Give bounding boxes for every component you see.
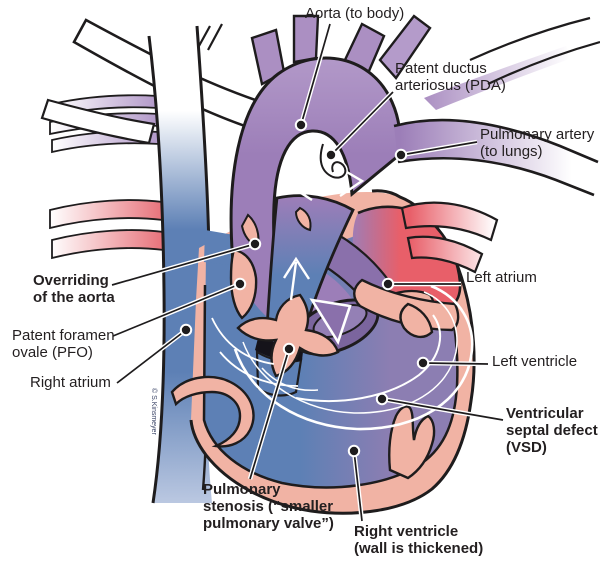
- pulmonary-veins: [400, 201, 499, 274]
- flow-loop-small: [295, 314, 442, 403]
- pda-curl: [318, 143, 348, 181]
- flow-arrowhead-into-aorta: [309, 298, 352, 346]
- leader-dot-left-atrium: [383, 279, 393, 289]
- aortic-arch: [229, 14, 432, 264]
- leader-dot-right-ventricle: [349, 446, 359, 456]
- eustachian-valve: [170, 375, 255, 448]
- tricuspid-apparatus: [236, 293, 340, 378]
- leader-dot-overriding-aorta: [250, 239, 260, 249]
- flow-arrows: [233, 166, 474, 431]
- leader-line-pda: [330, 91, 394, 156]
- leader-dot-vsd: [377, 394, 387, 404]
- leader-line-pulmonary-stenosis: [249, 348, 290, 480]
- mitral-leaflet: [399, 302, 434, 339]
- leader-line-left-ventricle: [422, 362, 489, 365]
- leader-dot-pulmonary-artery: [396, 150, 406, 160]
- leader-dot-pfo: [235, 279, 245, 289]
- trunk-up-arrow: [282, 256, 311, 301]
- watermark-signature: © S.Kinsmeyer: [150, 388, 158, 435]
- leader-dot-pda: [326, 150, 336, 160]
- leader-line-right-atrium: [116, 329, 187, 384]
- flow-loop-large: [233, 284, 474, 431]
- leader-line-pulmonary-artery: [400, 141, 478, 156]
- leader-line-overriding-aorta: [111, 243, 256, 286]
- left-pulmonary-artery: [393, 16, 600, 197]
- leader-line-vsd: [381, 398, 504, 421]
- chordae-lines: [211, 317, 319, 392]
- leader-dot-left-ventricle: [418, 358, 428, 368]
- leader-line-pfo: [112, 283, 241, 337]
- leader-line-right-ventricle: [353, 450, 363, 522]
- leader-dot-pulmonary-stenosis: [284, 344, 294, 354]
- leader-dot-aorta: [296, 120, 306, 130]
- leader-dot-right-atrium: [181, 325, 191, 335]
- leader-lines: [111, 23, 504, 522]
- leader-line-aorta: [300, 23, 331, 126]
